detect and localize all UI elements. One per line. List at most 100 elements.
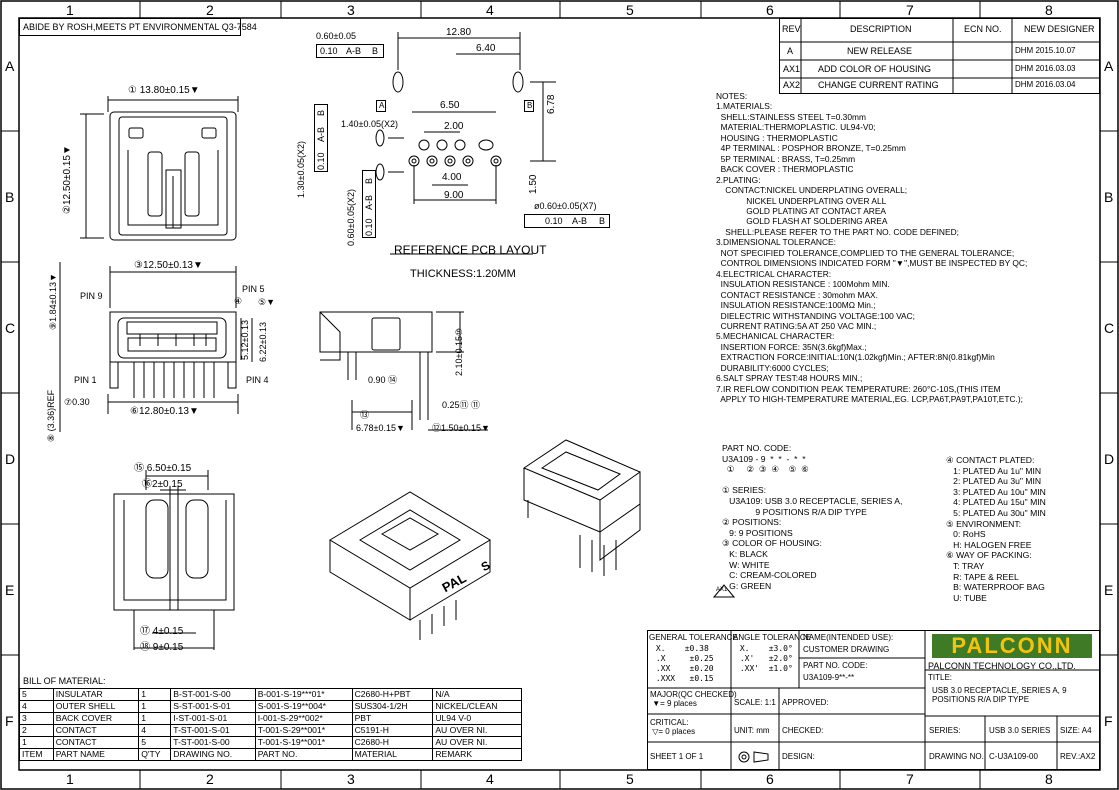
cell: C2680-H+PBT xyxy=(351,688,434,701)
column-label: 7 xyxy=(906,771,914,787)
header-cell: REMARK xyxy=(432,748,522,761)
drawing-no: C-U3A109-00 xyxy=(989,752,1038,761)
name-value: CUSTOMER DRAWING xyxy=(803,645,890,654)
row-label: C xyxy=(1104,320,1115,336)
cell: B-001-S-19***01* xyxy=(254,688,353,701)
column-label: 1 xyxy=(66,2,74,18)
dim-label: ⑱ 9±0.15 xyxy=(140,642,184,653)
designer-cell: DHM 2015.10.07 xyxy=(1015,46,1076,55)
drawing-no-label: DRAWING NO.: xyxy=(929,752,987,761)
designer-cell: DHM 2016.03.03 xyxy=(1015,64,1076,73)
dim-label: 0.60±0.05 xyxy=(316,31,356,41)
dim-label: 0.90 ⑭ xyxy=(368,375,398,385)
datum-b: B xyxy=(527,101,533,110)
part-code-right: ④ CONTACT PLATED: 1: PLATED Au 1u" MIN 2… xyxy=(946,455,1046,603)
dim-label: 0.60±0.05(X2) xyxy=(346,189,356,246)
cell: 4 xyxy=(19,700,54,713)
tolerance-frame xyxy=(316,44,384,58)
unit: UNIT: mm xyxy=(734,726,770,735)
dim-label: 6.78±0.15▼ xyxy=(356,423,405,433)
header-cell: PART NO. xyxy=(254,748,353,761)
cell: AU OVER NI. xyxy=(432,724,522,737)
header-cell: Q'TY xyxy=(138,748,172,761)
title-value: USB 3.0 RECEPTACLE, SERIES A, 9 POSITION… xyxy=(932,686,1067,705)
row-label: A xyxy=(1104,58,1114,74)
header-cell: PART NAME xyxy=(52,748,140,761)
approved: APPROVED: xyxy=(782,698,829,707)
angle-tolerance-label: ANGLE TOLERANCE xyxy=(733,633,811,642)
row-label: F xyxy=(1104,713,1113,729)
part-code-label: PART NO. CODE: xyxy=(803,661,868,670)
cell: 2 xyxy=(19,724,54,737)
column-label: 3 xyxy=(347,2,355,18)
dim-label: 9.00 xyxy=(444,190,464,201)
projection-icon xyxy=(738,751,769,763)
dim-label: ②12.50±0.15▼ xyxy=(62,145,73,214)
scale: SCALE: 1:1 xyxy=(734,698,776,707)
cell: SUS304-1/2H xyxy=(351,700,434,713)
cell: C2680-H xyxy=(351,736,434,749)
logo-text: PALCONN xyxy=(951,633,1073,658)
cell: T-ST-001-S-00 xyxy=(170,736,256,749)
column-label: 8 xyxy=(1045,2,1053,18)
cell: INSULATAR xyxy=(52,688,140,701)
column-label: 4 xyxy=(486,771,494,787)
column-label: 2 xyxy=(206,2,214,18)
tolerance-frame xyxy=(362,170,376,238)
row-label: E xyxy=(5,582,15,598)
cell: OUTER SHELL xyxy=(52,700,140,713)
dim-label: ⑯2±0.15 xyxy=(142,479,183,490)
datum-ref: B xyxy=(372,46,379,56)
cell: 1 xyxy=(138,688,172,701)
callout-label: ④ xyxy=(234,296,243,306)
dim-label: 5.12±0.13 xyxy=(240,320,250,360)
header-cell: MATERIAL xyxy=(351,748,434,761)
column-label: 5 xyxy=(626,2,634,18)
column-label: 7 xyxy=(906,2,914,18)
dim-label: 4.00 xyxy=(442,172,462,183)
datum-ref: A-B xyxy=(346,46,362,56)
size: SIZE: A4 xyxy=(1060,726,1092,735)
cell: NICKEL/CLEAN xyxy=(432,700,522,713)
cell: S-ST-001-S-01 xyxy=(170,700,256,713)
angle-tolerance: X. ±3.0° .X' ±2.0° .XX' ±1.0° xyxy=(739,644,793,673)
general-tolerance-label: GENERAL TOLERANCE xyxy=(649,633,738,642)
pin-label: PIN 4 xyxy=(246,375,269,385)
cell: PBT xyxy=(351,712,434,725)
cell: T-001-S-29**001* xyxy=(254,724,353,737)
cell: 4 xyxy=(138,724,172,737)
cell: 5 xyxy=(138,736,172,749)
header-note-box xyxy=(19,18,241,36)
cell: AU OVER NI. xyxy=(432,736,522,749)
company-logo: PALCONN xyxy=(932,634,1092,658)
cell: CONTACT xyxy=(52,736,140,749)
row-label: B xyxy=(1104,189,1114,205)
column-label: 2 xyxy=(206,771,214,787)
row-label: B xyxy=(5,189,15,205)
dim-label: ⑨1.84±0.13▼ xyxy=(48,273,58,330)
design: DESIGN: xyxy=(782,752,815,761)
header-note: ABIDE BY ROSH,MEETS PT ENVIRONMENTAL Q3-… xyxy=(23,22,257,32)
revision-triangle-icon xyxy=(713,584,735,598)
rev-header: REV. xyxy=(782,24,803,34)
dim-label: ⑫1.50±0.15▼ xyxy=(432,423,490,433)
cell: BACK COVER xyxy=(52,712,140,725)
column-label: 5 xyxy=(626,771,634,787)
column-label: 4 xyxy=(486,2,494,18)
column-label: 8 xyxy=(1045,771,1053,787)
tolerance-value: 0.10 xyxy=(320,46,338,56)
row-label: F xyxy=(5,713,14,729)
dim-label: 6.22±0.13 xyxy=(258,322,268,362)
dim-label: 1.50 xyxy=(528,174,539,194)
title-block-grid xyxy=(647,630,1100,770)
tolerance-value: 0.10 xyxy=(316,152,326,170)
revision-mark: AX1 xyxy=(716,587,728,593)
row-label: E xyxy=(1104,582,1114,598)
column-label: 6 xyxy=(766,2,774,18)
